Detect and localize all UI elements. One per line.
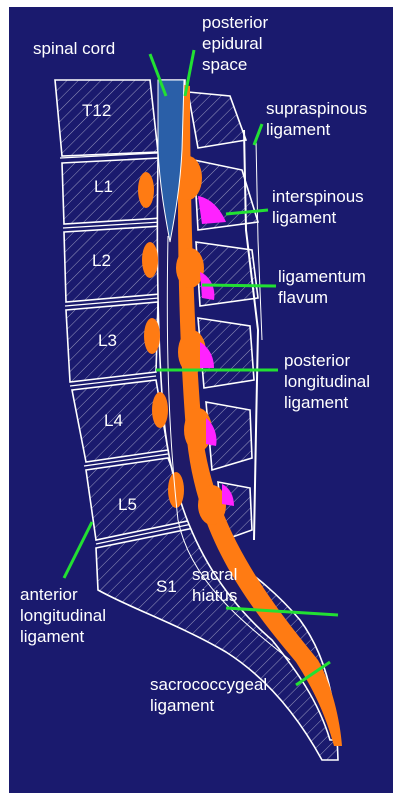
leader-ligamentum-flavum xyxy=(202,285,276,286)
label-posterior-epidural-space: posterior epidural space xyxy=(202,12,268,75)
vertebra-label-t12: T12 xyxy=(82,101,111,120)
vertebra-label-l3: L3 xyxy=(98,331,117,350)
label-spinal-cord: spinal cord xyxy=(33,38,115,59)
label-interspinous-ligament: interspinous ligament xyxy=(272,186,364,228)
label-supraspinous-ligament: supraspinous ligament xyxy=(266,98,367,140)
label-sacrococcygeal-ligament: sacrococcygeal ligament xyxy=(150,674,267,716)
vertebra-label-l1: L1 xyxy=(94,177,113,196)
vertebra-label-s1: S1 xyxy=(156,577,177,596)
label-sacral-hiatus: sacral hiatus xyxy=(192,564,237,606)
label-anterior-longitudinal-ligament: anterior longitudinal ligament xyxy=(20,584,106,647)
label-ligamentum-flavum: ligamentum flavum xyxy=(278,266,366,308)
vertebra-label-l4: L4 xyxy=(104,411,123,430)
label-posterior-longitudinal-ligament: posterior longitudinal ligament xyxy=(284,350,370,413)
vertebra-label-l2: L2 xyxy=(92,251,111,270)
vertebra-label-l5: L5 xyxy=(118,495,137,514)
